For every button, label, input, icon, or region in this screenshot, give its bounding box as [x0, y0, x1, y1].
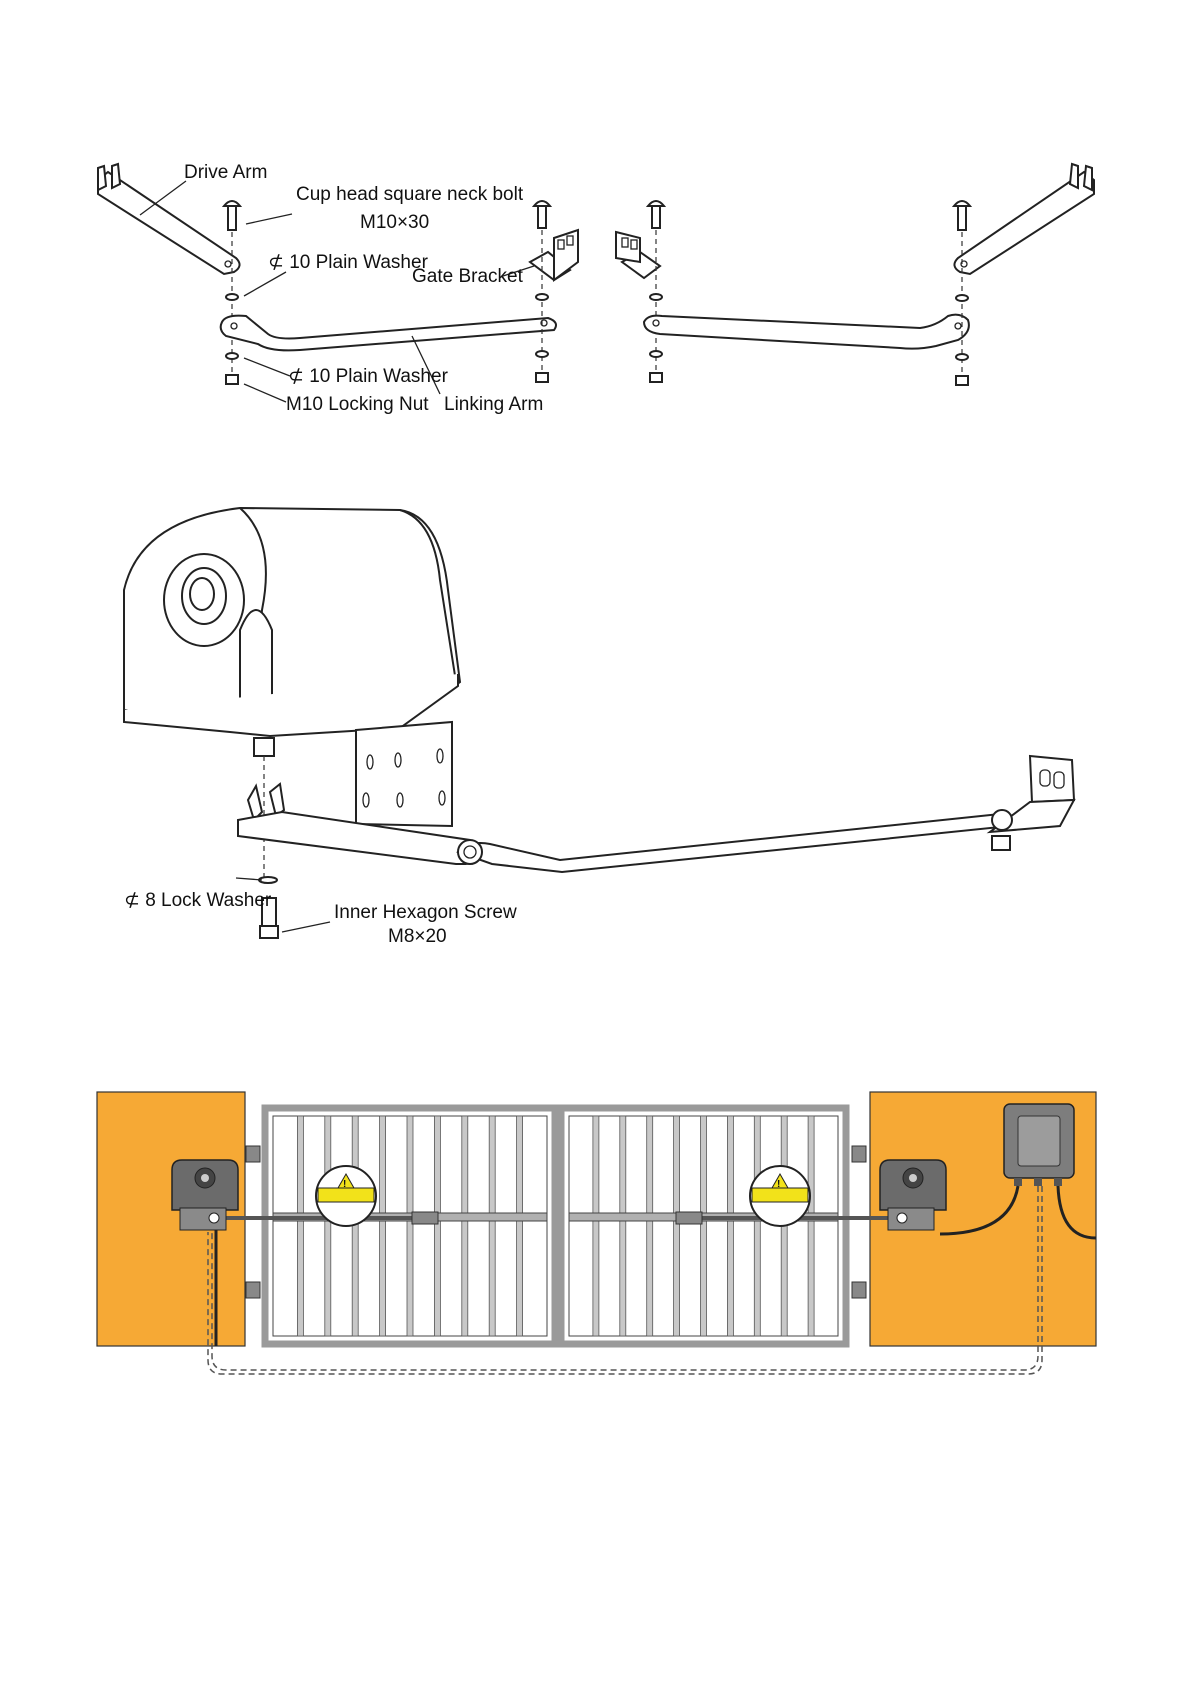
cup-head-bolt-right [954, 201, 970, 230]
linking-arm-right [644, 315, 969, 349]
gate-bar [297, 1116, 303, 1336]
bracket-nut [992, 836, 1010, 850]
control-box [1004, 1104, 1074, 1186]
label-screw-size: M8×20 [388, 926, 447, 947]
svg-text:!: ! [777, 1179, 780, 1190]
motor-arm-diagram: ⊄ 8 Lock Washer Inner Hexagon Screw M8×2… [0, 460, 1191, 980]
linking-arm [458, 814, 1010, 872]
gate-bar [647, 1116, 653, 1336]
cup-head-bolt-bracket-right [648, 201, 664, 228]
gate-bar [517, 1116, 523, 1336]
pivot-nut [458, 840, 482, 864]
gate-bracket-left [412, 1212, 438, 1224]
gate-bar [593, 1116, 599, 1336]
label-lock-washer: ⊄ 8 Lock Washer [124, 890, 272, 911]
label-bolt-name: Cup head square neck bolt [296, 184, 524, 205]
arm-assembly-diagram: Drive Arm Cup head square neck bolt M10×… [0, 0, 1191, 460]
gate-bar [489, 1116, 495, 1336]
gate-bar [380, 1116, 386, 1336]
svg-text:!: ! [343, 1179, 346, 1190]
mounting-plate [356, 722, 452, 826]
plain-washer [226, 294, 238, 300]
gate-bar [754, 1116, 760, 1336]
spirit-level-icon: ! [316, 1166, 376, 1226]
label-plain-washer-top: ⊄ 10 Plain Washer [268, 252, 429, 273]
motor-cover [124, 508, 460, 736]
gate-bracket-right [676, 1212, 702, 1224]
label-gate-bracket: Gate Bracket [412, 266, 524, 287]
gate-bar [620, 1116, 626, 1336]
label-screw-name: Inner Hexagon Screw [334, 902, 517, 923]
gate-bar [325, 1116, 331, 1336]
gate-bar [808, 1116, 814, 1336]
cup-head-bolt-bracket-left [534, 201, 550, 228]
locking-nut [226, 375, 238, 384]
output-shaft [254, 738, 274, 756]
gate-bar [727, 1116, 733, 1336]
label-linking-arm: Linking Arm [444, 394, 543, 415]
label-locking-nut: M10 Locking Nut [286, 394, 429, 415]
gate-bar [674, 1116, 680, 1336]
label-drive-arm: Drive Arm [184, 162, 267, 183]
gate-bracket-right [616, 232, 660, 278]
gate-bar [462, 1116, 468, 1336]
gate-bar [434, 1116, 440, 1336]
label-bolt-size: M10×30 [360, 212, 429, 233]
label-plain-washer-bottom: ⊄ 10 Plain Washer [288, 366, 449, 387]
gate-bracket-left [530, 230, 578, 280]
drive-arm-right [954, 164, 1094, 274]
gate-bracket [990, 756, 1074, 850]
gate-bar [701, 1116, 707, 1336]
spirit-level-icon: ! [750, 1166, 810, 1226]
plain-washer [226, 353, 238, 359]
gate-installation-diagram: ! ! [0, 980, 1191, 1400]
linking-arm-left [221, 316, 556, 351]
cup-head-bolt-left [224, 201, 240, 230]
gate-bar [407, 1116, 413, 1336]
